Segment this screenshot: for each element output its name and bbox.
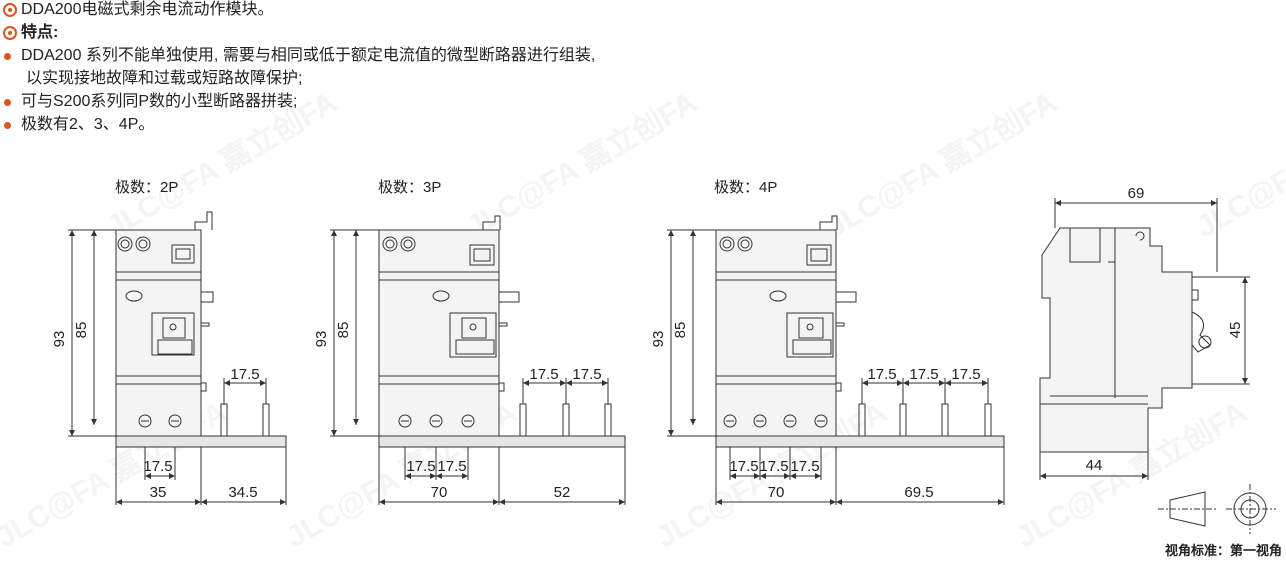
dim-pin-pitch: 17.5 [529, 366, 558, 383]
dim-body-width: 35 [150, 484, 167, 501]
module-body [378, 229, 500, 437]
pin [220, 403, 228, 437]
bullet-item: DDA200 系列不能单独使用, 需要与相同或低于额定电流值的微型断路器进行组装… [0, 46, 595, 66]
view-4p: 极数：4P 93 [650, 179, 1005, 505]
busbar-rail [378, 435, 626, 448]
window [806, 244, 832, 266]
target-icon [3, 26, 17, 40]
dim-overall-height: 93 [650, 331, 667, 348]
pin [941, 403, 949, 437]
dim-pin-pitch: 17.5 [909, 366, 938, 383]
pin [562, 403, 570, 437]
indicator-circle [400, 236, 416, 252]
bullet-item: 极数有2、3、4P。 [0, 115, 154, 135]
terminal-screw [753, 414, 767, 428]
bullet-text: 以实现接地故障和过载或短路故障保护; [26, 70, 303, 87]
bullet-text: 极数有2、3、4P。 [21, 116, 155, 133]
dim-body-width: 70 [768, 484, 785, 501]
pin [519, 403, 527, 437]
dim-pin-pitch: 17.5 [951, 366, 980, 383]
dim-body-height: 85 [73, 322, 90, 339]
indicator-circle [117, 236, 133, 252]
dim-overall-height: 93 [51, 331, 68, 348]
side-body [1039, 227, 1193, 453]
projection-label: 视角标准：第一视角 [1165, 543, 1282, 558]
pole-label: 极数：3P [378, 179, 441, 196]
terminal-screw [168, 414, 182, 428]
pin [984, 403, 992, 437]
pin [262, 403, 270, 437]
handle [151, 312, 195, 356]
pin [858, 403, 866, 437]
test-button [432, 290, 450, 302]
dim-body-width: 70 [431, 484, 448, 501]
terminal-screw [783, 414, 797, 428]
dim-bottom-pitch: 17.5 [437, 458, 466, 475]
bullet-continuation: 以实现接地故障和过载或短路故障保护; [26, 69, 302, 89]
terminal-screw [429, 414, 443, 428]
terminal-screw [814, 414, 828, 428]
module-body [715, 229, 837, 437]
test-button [769, 290, 787, 302]
window [469, 244, 495, 266]
features-title: 特点: [21, 24, 59, 41]
window [171, 244, 195, 264]
side-view: 69 45 44 [1039, 185, 1250, 480]
dim-base-depth: 44 [1086, 457, 1103, 474]
dim-pin-pitch: 17.5 [867, 366, 896, 383]
target-icon [3, 3, 17, 17]
intro-line: DDA200电磁式剩余电流动作模块。 [3, 0, 273, 20]
module-body [115, 229, 202, 437]
test-button [125, 290, 143, 302]
busbar-rail [715, 435, 1005, 448]
bullet-text: 可与S200系列同P数的小型断路器拼装; [21, 93, 298, 110]
dim-body-height: 85 [335, 322, 352, 339]
dim-bottom-pitch: 17.5 [729, 458, 758, 475]
pole-label: 极数：4P [714, 179, 777, 196]
dim-body-height: 85 [672, 322, 689, 339]
dim-bottom-pitch: 17.5 [790, 458, 819, 475]
dim-depth: 69 [1128, 185, 1145, 202]
indicator-circle [719, 236, 735, 252]
terminal-screw [723, 414, 737, 428]
first-angle-projection-icon [1158, 484, 1276, 534]
terminal-screw [138, 414, 152, 428]
bullet-icon [4, 121, 11, 129]
indicator-circle [382, 236, 398, 252]
view-2p: 极数：2P [51, 179, 287, 505]
pin [899, 403, 907, 437]
dim-rail-width: 69.5 [904, 484, 933, 501]
busbar-rail [115, 435, 287, 448]
pin [604, 403, 612, 437]
dim-bottom-pitch: 17.5 [143, 458, 172, 475]
dim-height: 45 [1227, 322, 1244, 339]
intro-text: DDA200电磁式剩余电流动作模块。 [21, 1, 274, 18]
dim-bottom-pitch: 17.5 [406, 458, 435, 475]
terminal-screw [461, 414, 475, 428]
handle [786, 312, 834, 358]
dim-pin-pitch: 17.5 [230, 366, 259, 383]
bullet-item: 可与S200系列同P数的小型断路器拼装; [0, 92, 298, 112]
bullet-icon [4, 98, 11, 106]
bullet-text: DDA200 系列不能单独使用, 需要与相同或低于额定电流值的微型断路器进行组装… [21, 47, 596, 64]
dim-pin-pitch: 17.5 [572, 366, 601, 383]
dim-rail-width: 34.5 [228, 484, 257, 501]
terminal-screw [398, 414, 412, 428]
bullet-icon [4, 52, 11, 60]
handle [449, 312, 497, 358]
view-3p: 极数：3P 93 85 [313, 179, 626, 505]
dim-overall-height: 93 [313, 331, 330, 348]
dim-bottom-pitch: 17.5 [759, 458, 788, 475]
indicator-circle [737, 236, 753, 252]
indicator-circle [135, 236, 151, 252]
features-title-line: 特点: [3, 23, 58, 43]
dim-rail-width: 52 [554, 484, 571, 501]
pole-label: 极数：2P [115, 179, 178, 196]
